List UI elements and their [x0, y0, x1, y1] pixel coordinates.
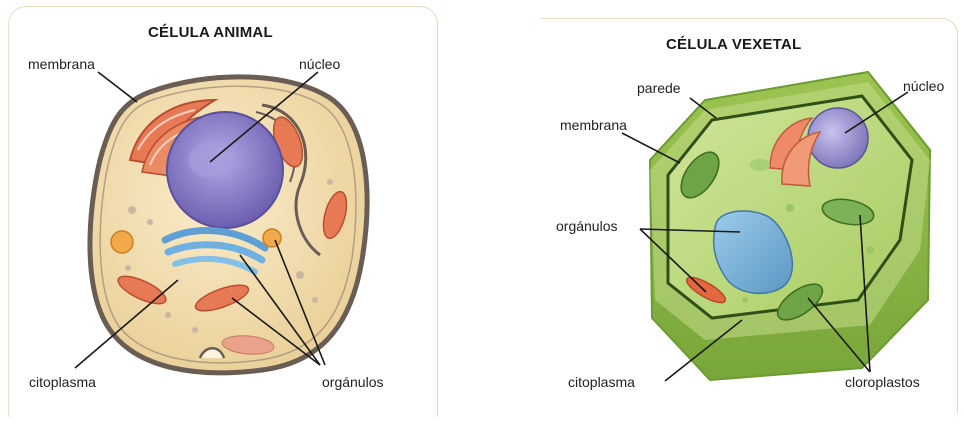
animal-label-cytoplasm: citoplasma — [29, 374, 96, 390]
animal-cell — [75, 72, 367, 373]
animal-cell-title: CÉLULA ANIMAL — [148, 24, 273, 41]
plant-cell — [622, 72, 930, 381]
animal-label-nucleus: núcleo — [299, 56, 340, 72]
plant-label-cytoplasm: citoplasma — [568, 374, 635, 390]
plant-label-nucleus: núcleo — [903, 78, 944, 94]
plant-label-organelles: orgánulos — [556, 218, 618, 234]
plant-label-membrane: membrana — [560, 117, 627, 133]
plant-cell-title: CÉLULA VEXETAL — [666, 36, 801, 53]
animal-label-organelles: orgánulos — [322, 374, 384, 390]
plant-label-wall: parede — [637, 80, 681, 96]
plant-label-chloroplasts: cloroplastos — [845, 374, 920, 390]
animal-label-membrane: membrana — [28, 56, 95, 72]
